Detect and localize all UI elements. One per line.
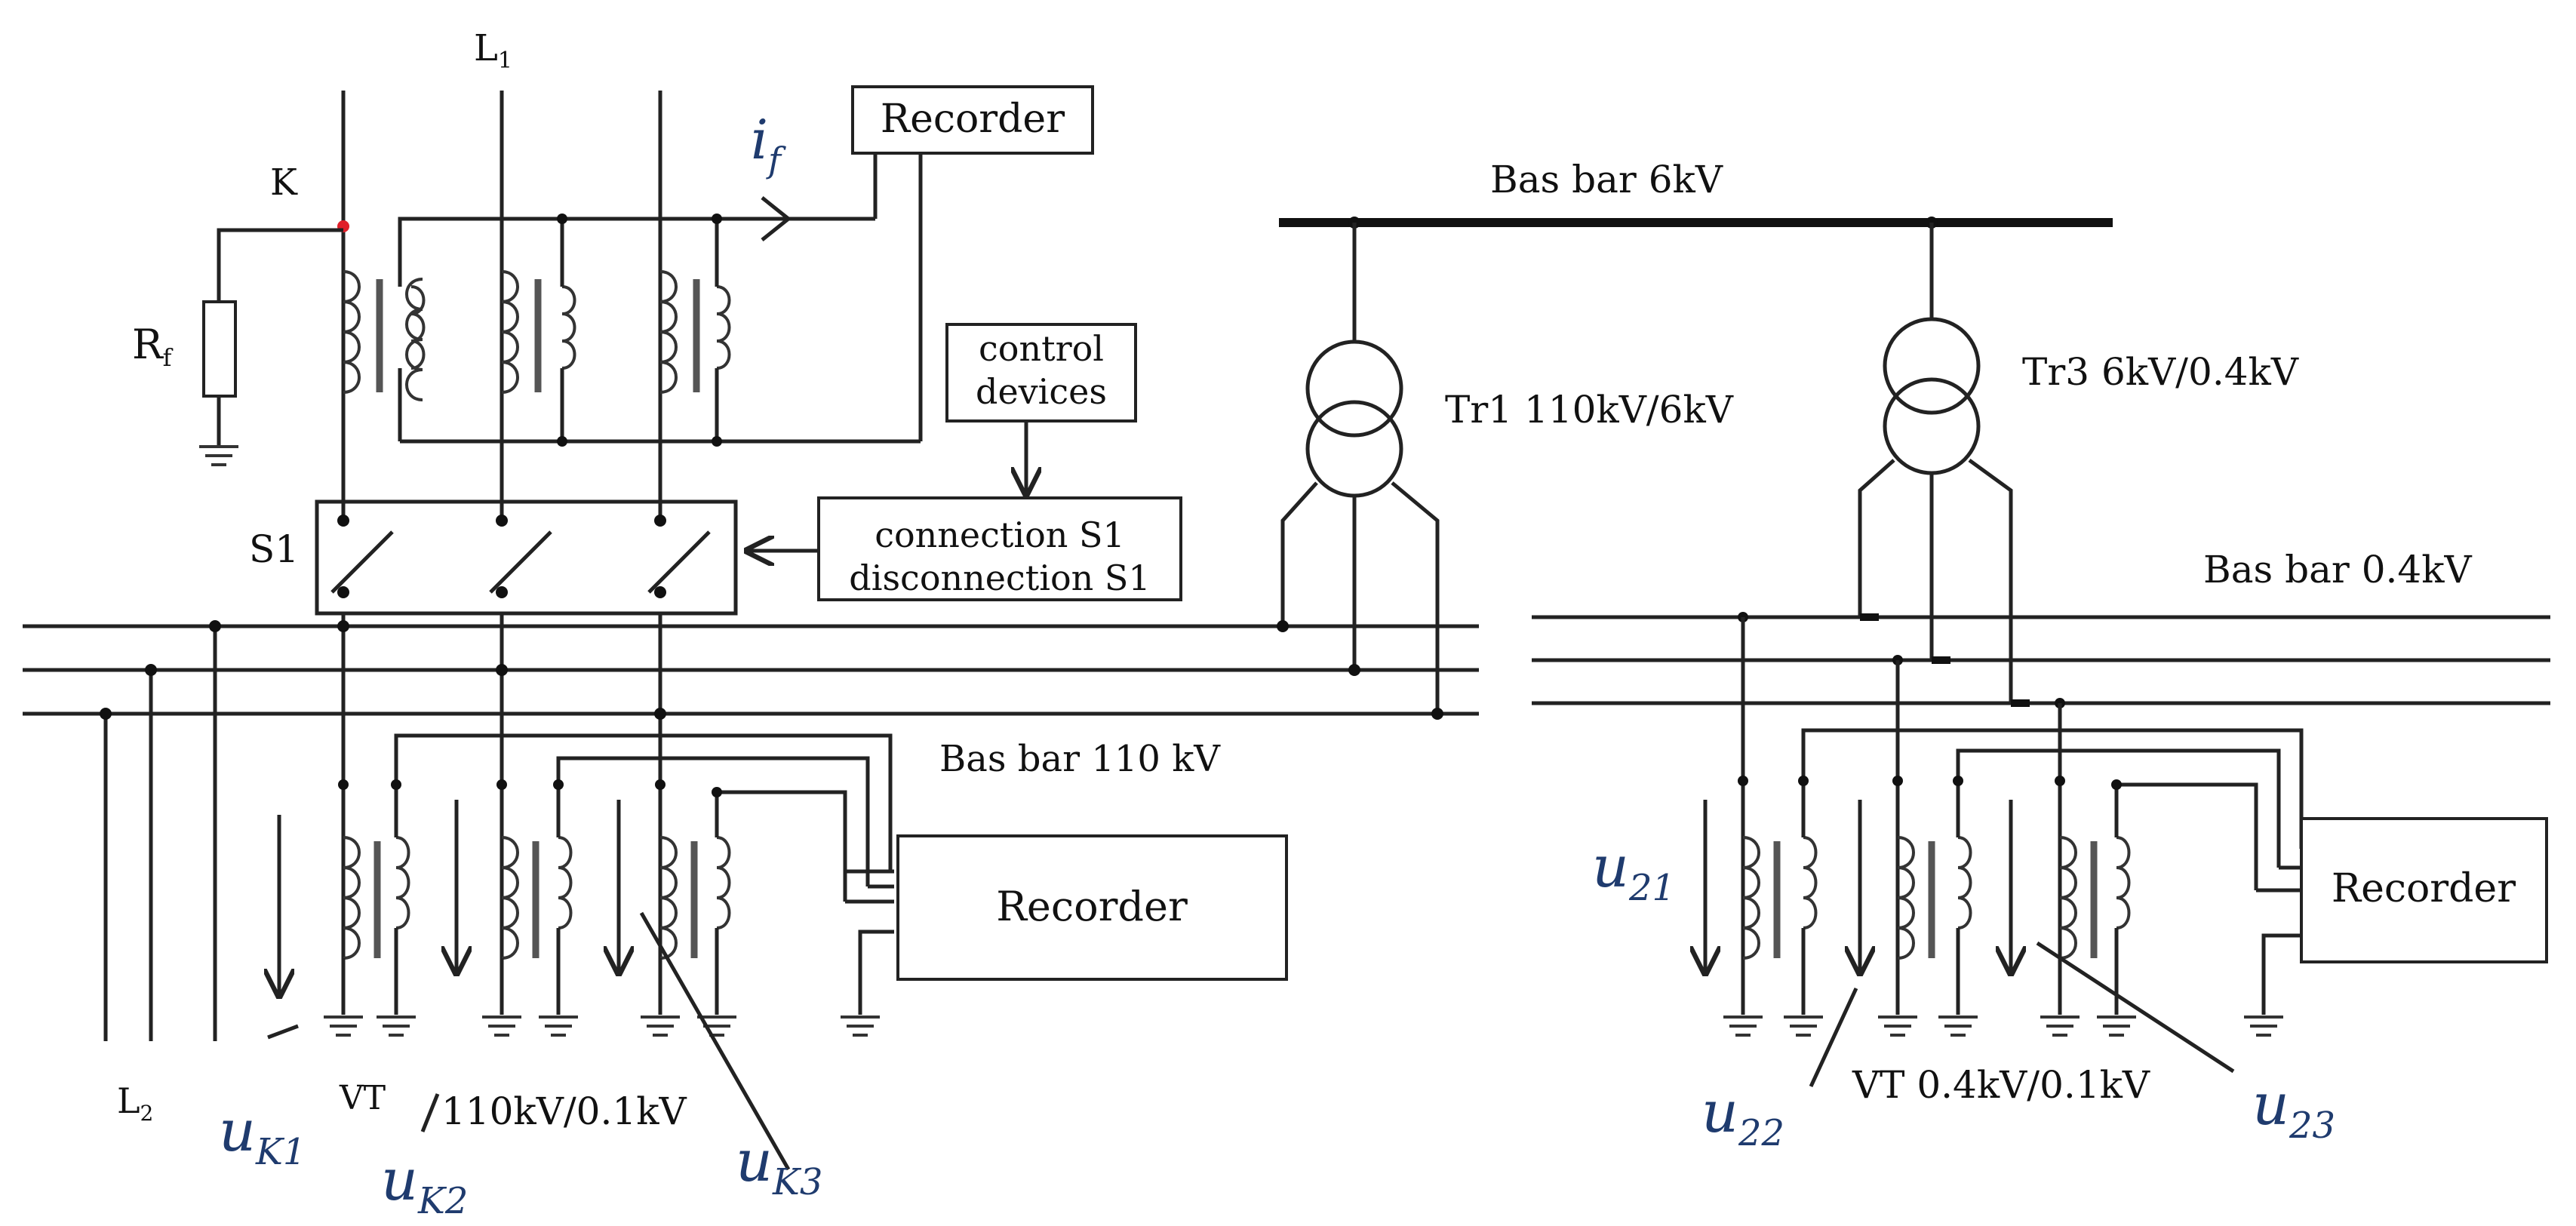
label-s1: S1: [249, 527, 299, 571]
label-l2: L2: [117, 1080, 153, 1126]
fault-resistor: Rf: [132, 228, 343, 466]
voltage-arrows-110: [268, 800, 791, 1171]
current-transformers: [342, 149, 923, 447]
busbar-110kv: Bas bar 110 kV: [23, 620, 1479, 1041]
control-line2: devices: [976, 371, 1107, 412]
connection-box: connection S1 disconnection S1: [747, 496, 1182, 601]
label-u22: u22: [1701, 1078, 1784, 1154]
label-busbar-04kv: Bas bar 0.4kV: [2203, 548, 2473, 591]
label-u23: u23: [2252, 1071, 2335, 1147]
label-busbar-6kv: Bas bar 6kV: [1490, 158, 1723, 201]
recorder-top-label: Recorder: [881, 97, 1065, 142]
busbar-6kv: Bas bar 6kV: [1279, 158, 2113, 229]
label-k: K: [270, 161, 298, 204]
label-l1: L1: [474, 27, 512, 74]
transformer-tr3: Tr3 6kV/0.4kV: [1858, 223, 2299, 702]
recorder-right-label: Recorder: [2332, 866, 2516, 911]
label-vt-110-ratio: 110kV/0.1kV: [441, 1089, 687, 1133]
recorder-top: Recorder: [851, 85, 1094, 155]
label-tr3: Tr3 6kV/0.4kV: [2022, 350, 2299, 394]
label-uk2: uK2: [381, 1146, 468, 1222]
vt-04kv-group: [1722, 612, 2304, 1037]
control-devices-box: control devices: [945, 323, 1137, 494]
label-uk1: uK1: [219, 1097, 306, 1173]
control-line1: control: [979, 328, 1104, 369]
label-busbar-110kv: Bas bar 110 kV: [939, 738, 1221, 780]
connection-line2: disconnection S1: [849, 558, 1150, 598]
recorder-mid: Recorder: [896, 834, 1288, 981]
voltage-arrows-04: [1705, 800, 2235, 1088]
label-tr1: Tr1 110kV/6kV: [1445, 388, 1734, 432]
label-u21: u21: [1592, 833, 1675, 909]
recorder-mid-label: Recorder: [996, 883, 1188, 930]
connection-line1: connection S1: [875, 515, 1125, 555]
vt-110kv-group: [322, 733, 894, 1037]
busbar-04kv: Bas bar 0.4kV: [1532, 548, 2550, 707]
switch-s1: S1: [249, 499, 738, 616]
label-vt-110: VT: [339, 1079, 386, 1117]
recorder-right: Recorder: [2300, 817, 2548, 963]
label-vt-04: VT 0.4kV/0.1kV: [1852, 1063, 2150, 1107]
transformer-tr1: Tr1 110kV/6kV: [1277, 223, 1734, 720]
label-uk3: uK3: [736, 1127, 822, 1203]
label-rf: Rf: [132, 321, 174, 372]
label-if: if: [751, 108, 786, 180]
